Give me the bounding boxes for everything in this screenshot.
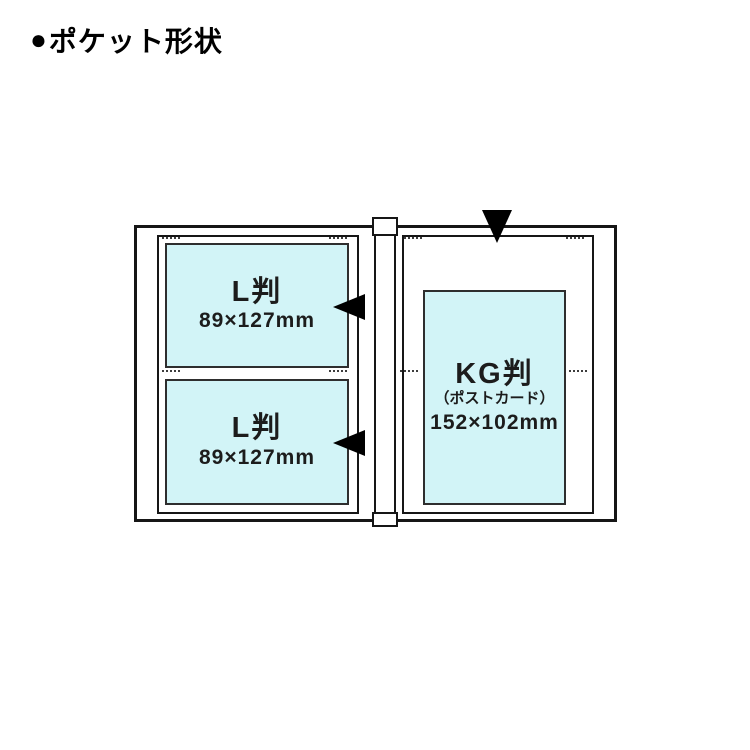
arrow-left-icon [333,294,365,320]
spine-binding-tab-top [372,217,398,236]
section-title: ● ポケット形状 [30,20,223,60]
perforation-mark [400,370,418,372]
arrow-left-icon [333,430,365,456]
pocket-label: L判 [231,275,283,308]
pocket-size: 89×127mm [198,445,315,469]
pocket-label: KG判 [455,357,534,390]
perforation-mark [329,237,347,239]
pocket-l-bottom: L判 89×127mm [165,379,349,505]
pocket-sublabel: （ポストカード） [434,390,555,408]
pocket-size: 152×102mm [430,410,559,434]
arrow-down-icon [482,210,512,243]
perforation-mark [162,237,180,239]
page-title: ポケット形状 [48,26,223,57]
perforation-mark [569,370,587,372]
spine-binding-tab-bottom [372,512,398,527]
perforation-mark [329,370,347,372]
bullet-icon: ● [30,24,48,55]
spine-fold-line-right [394,234,396,514]
spine-fold-line-left [374,234,376,514]
pocket-l-top: L判 89×127mm [165,243,349,368]
pocket-size: 89×127mm [198,309,315,333]
pocket-label: L判 [231,412,283,445]
perforation-mark [566,237,584,239]
perforation-mark [404,237,422,239]
pocket-kg: KG判 （ポストカード） 152×102mm [423,290,566,505]
perforation-mark [162,370,180,372]
